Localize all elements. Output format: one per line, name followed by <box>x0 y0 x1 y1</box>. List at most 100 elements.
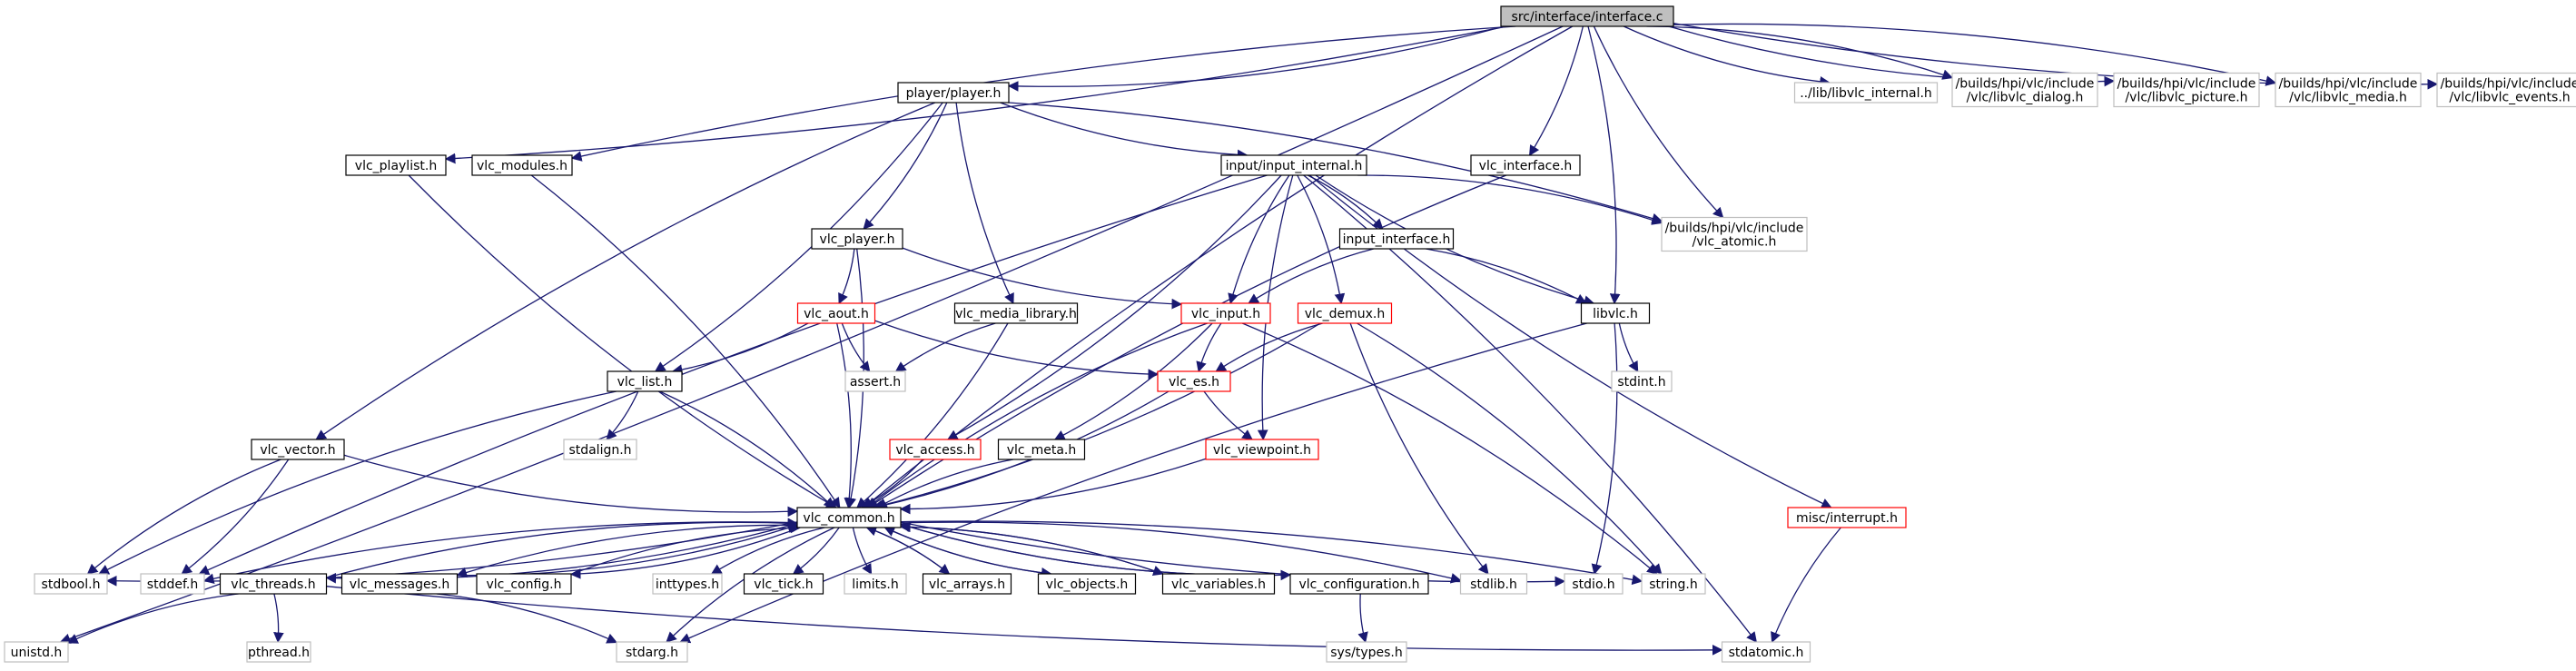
node-label-line: vlc_playlist.h <box>355 159 437 173</box>
node-box <box>2436 72 2576 108</box>
node-vlc-arrays[interactable]: vlc_arrays.h <box>922 573 1012 595</box>
node-box <box>1580 302 1651 324</box>
node-stdatomic[interactable]: stdatomic.h <box>1721 641 1811 663</box>
node-label-line: stdarg.h <box>626 646 678 660</box>
node-label-line: input/input_internal.h <box>1226 159 1363 173</box>
node-box <box>140 573 205 595</box>
node-stdint[interactable]: stdint.h <box>1611 370 1673 392</box>
node-box <box>889 439 982 460</box>
node-label-line: vlc_threads.h <box>231 577 315 592</box>
node-vlc-atomic[interactable]: /builds/hpi/vlc/include/vlc_atomic.h <box>1661 216 1808 252</box>
node-label: stddef.h <box>147 577 198 592</box>
node-vlc-threads[interactable]: vlc_threads.h <box>219 573 328 595</box>
node-libvlc[interactable]: libvlc.h <box>1580 302 1651 324</box>
edge-root-to-vlc_common <box>863 25 1574 508</box>
node-label: /builds/hpi/vlc/include/vlc/libvlc_media… <box>2279 77 2418 105</box>
node-vlc-vector[interactable]: vlc_vector.h <box>251 439 345 460</box>
node-vlc-access[interactable]: vlc_access.h <box>889 439 982 460</box>
node-label-line: pthread.h <box>248 646 310 660</box>
node-vlc-playlist[interactable]: vlc_playlist.h <box>345 154 447 176</box>
edge-vlc_arrays-to-vlc_common <box>865 526 950 575</box>
node-vlc-player[interactable]: vlc_player.h <box>811 228 903 250</box>
node-box <box>652 573 723 595</box>
node-label-line: stdlib.h <box>1470 577 1517 592</box>
node-stddef[interactable]: stddef.h <box>140 573 205 595</box>
node-stdio[interactable]: stdio.h <box>1564 573 1624 595</box>
edge-vlc_demux-to-vlc_es <box>1215 322 1323 372</box>
node-box <box>1470 154 1581 176</box>
node-player-player[interactable]: player/player.h <box>897 82 1010 104</box>
edge-root-to-dialog <box>1646 25 1954 80</box>
node-box <box>1661 216 1808 252</box>
node-vlc-variables[interactable]: vlc_variables.h <box>1161 573 1276 595</box>
node-vlc-modules[interactable]: vlc_modules.h <box>471 154 573 176</box>
node-vlc-config[interactable]: vlc_config.h <box>476 573 572 595</box>
edge-vlc_player-to-vlc_aout <box>838 248 855 305</box>
node-label: stdint.h <box>1617 375 1665 390</box>
node-vlc-common[interactable]: vlc_common.h <box>796 507 902 528</box>
node-sys-types[interactable]: sys/types.h <box>1326 641 1407 663</box>
node-label: ../lib/libvlc_internal.h <box>1800 86 1932 101</box>
node-label-line: sys/types.h <box>1330 646 1402 660</box>
node-vlc-viewpoint[interactable]: vlc_viewpoint.h <box>1205 439 1319 460</box>
node-string[interactable]: string.h <box>1641 573 1706 595</box>
node-box <box>1611 370 1673 392</box>
edge-layer <box>59 22 2439 656</box>
node-label-line: vlc_es.h <box>1169 375 1219 390</box>
node-layer: src/interface/interface.c player/player.h… <box>4 5 2576 663</box>
node-label: stdlib.h <box>1470 577 1517 592</box>
node-label-line: /vlc/libvlc_picture.h <box>2125 91 2247 105</box>
node-vlc-input[interactable]: vlc_input.h <box>1180 302 1271 324</box>
node-root[interactable]: src/interface/interface.c <box>1500 5 1674 27</box>
node-vlc-demux[interactable]: vlc_demux.h <box>1297 302 1393 324</box>
edge-vlc_aout-to-vlc_list <box>671 322 809 375</box>
node-label-line: vlc_common.h <box>803 511 894 526</box>
node-vlc-es[interactable]: vlc_es.h <box>1157 370 1231 392</box>
node-vlc-meta[interactable]: vlc_meta.h <box>997 439 1086 460</box>
node-misc-interrupt[interactable]: misc/interrupt.h <box>1787 507 1907 528</box>
edge-vlc_threads-to-pthread <box>273 593 284 644</box>
node-lib-internal[interactable]: ../lib/libvlc_internal.h <box>1793 82 1939 104</box>
node-box <box>1500 5 1674 27</box>
node-vlc-aout[interactable]: vlc_aout.h <box>796 302 876 324</box>
node-stdlib[interactable]: stdlib.h <box>1459 573 1528 595</box>
node-box <box>607 370 683 392</box>
node-inttypes[interactable]: inttypes.h <box>652 573 723 595</box>
node-label: vlc_objects.h <box>1046 577 1129 592</box>
node-vlc-messages[interactable]: vlc_messages.h <box>341 573 459 595</box>
node-stdalign[interactable]: stdalign.h <box>563 439 637 460</box>
node-pthread[interactable]: pthread.h <box>246 641 311 663</box>
node-box <box>341 573 459 595</box>
node-vlc-objects[interactable]: vlc_objects.h <box>1037 573 1137 595</box>
node-events[interactable]: /builds/hpi/vlc/include/vlc/libvlc_event… <box>2436 72 2576 108</box>
node-label-line: /vlc/libvlc_events.h <box>2449 91 2570 105</box>
edge-vlc_aout-to-assert <box>841 322 871 372</box>
node-vlc-media-library[interactable]: vlc_media_library.h <box>953 302 1079 324</box>
node-assert[interactable]: assert.h <box>844 370 906 392</box>
node-dialog[interactable]: /builds/hpi/vlc/include/vlc/libvlc_dialo… <box>1951 72 2098 108</box>
edge-input_internal-to-stddef <box>198 174 1268 576</box>
node-label-line: vlc_meta.h <box>1007 443 1077 458</box>
node-picture[interactable]: /builds/hpi/vlc/include/vlc/libvlc_pictu… <box>2113 72 2260 108</box>
node-stdbool[interactable]: stdbool.h <box>34 573 108 595</box>
node-vlc-tick[interactable]: vlc_tick.h <box>743 573 824 595</box>
node-label-line: /vlc/libvlc_media.h <box>2289 91 2407 105</box>
node-stdarg[interactable]: stdarg.h <box>616 641 688 663</box>
node-label: player/player.h <box>906 86 1002 101</box>
node-label: vlc_config.h <box>486 577 561 592</box>
node-label: vlc_player.h <box>820 232 895 247</box>
edge-vlc_modules-to-vlc_common <box>530 174 841 508</box>
node-label: vlc_es.h <box>1169 375 1219 390</box>
node-vlc-list[interactable]: vlc_list.h <box>607 370 683 392</box>
node-vlc-configuration[interactable]: vlc_configuration.h <box>1289 573 1429 595</box>
node-label-line: /builds/hpi/vlc/include <box>2117 77 2256 92</box>
node-input-internal[interactable]: input/input_internal.h <box>1220 154 1367 176</box>
node-vlc-interface[interactable]: vlc_interface.h <box>1470 154 1581 176</box>
node-box <box>2275 72 2422 108</box>
node-input-interface[interactable]: input_interface.h <box>1338 228 1455 250</box>
node-unistd[interactable]: unistd.h <box>4 641 69 663</box>
node-limits[interactable]: limits.h <box>844 573 907 595</box>
node-box <box>1338 228 1455 250</box>
node-media[interactable]: /builds/hpi/vlc/include/vlc/libvlc_media… <box>2275 72 2422 108</box>
node-box <box>811 228 903 250</box>
